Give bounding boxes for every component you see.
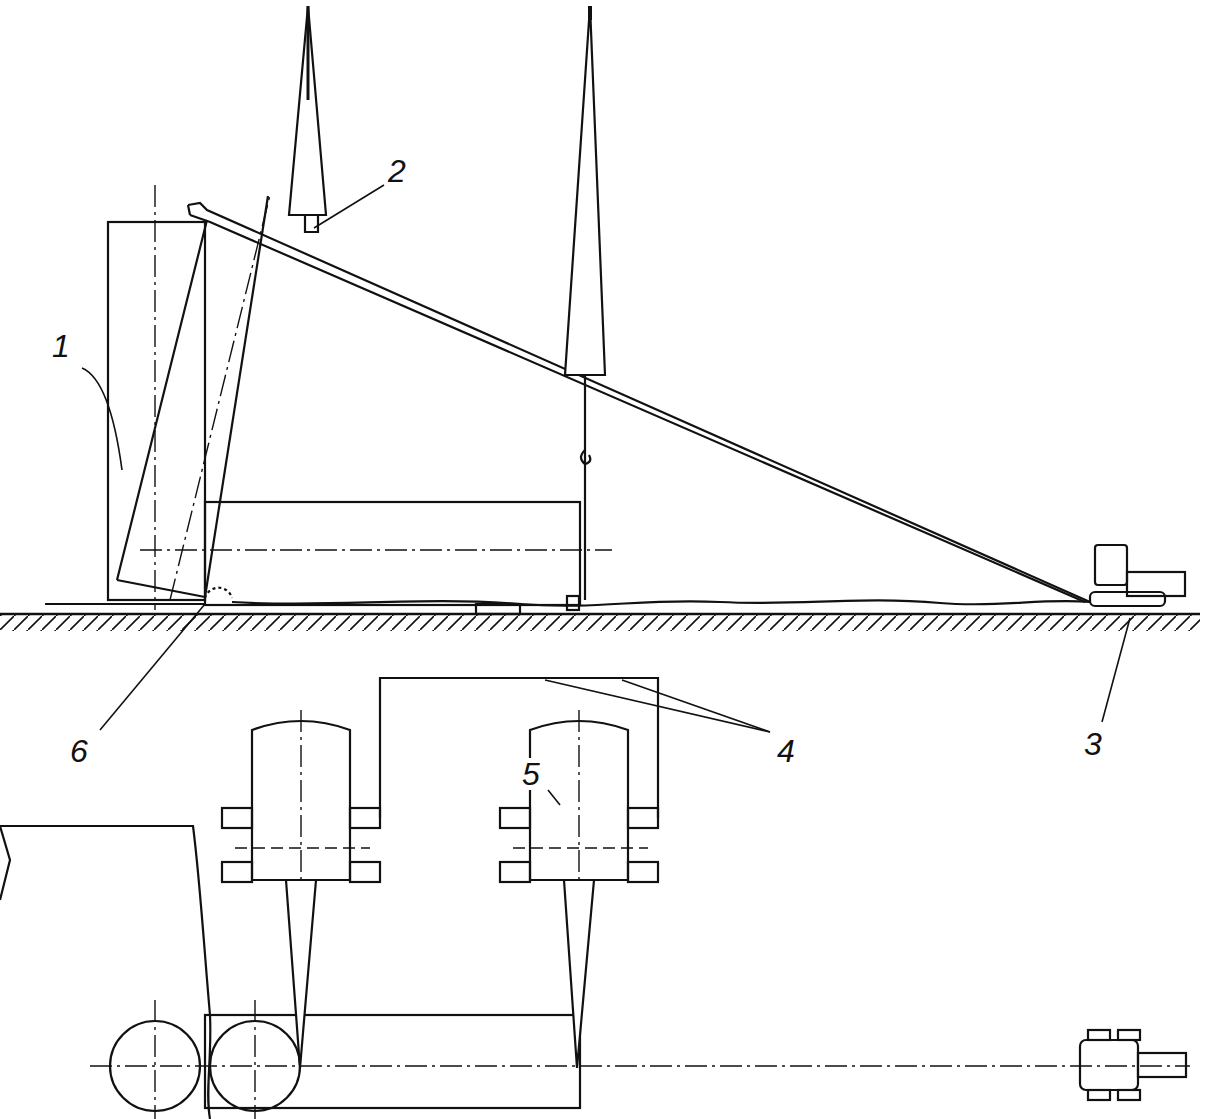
callout-number: 1 — [50, 330, 72, 362]
callout-number: 5 — [520, 758, 542, 790]
crane-boom — [289, 6, 605, 600]
tractor — [1090, 545, 1185, 606]
lying-element — [140, 502, 612, 614]
inclined-strut — [188, 203, 1090, 602]
callout-number: 2 — [386, 155, 408, 187]
hinge — [205, 588, 232, 598]
rope — [232, 600, 1090, 605]
callout-number: 3 — [1082, 728, 1104, 760]
tractor-plan — [1080, 1030, 1186, 1100]
standing-column — [108, 222, 205, 600]
callout-number: 4 — [775, 735, 797, 767]
link-cable — [380, 678, 658, 818]
tilted-column — [117, 195, 270, 600]
crane-plan — [222, 710, 658, 1068]
callout-number: 6 — [68, 735, 90, 767]
plan-structure — [0, 826, 1190, 1119]
leader-line — [82, 185, 1130, 805]
ground — [0, 604, 1200, 631]
